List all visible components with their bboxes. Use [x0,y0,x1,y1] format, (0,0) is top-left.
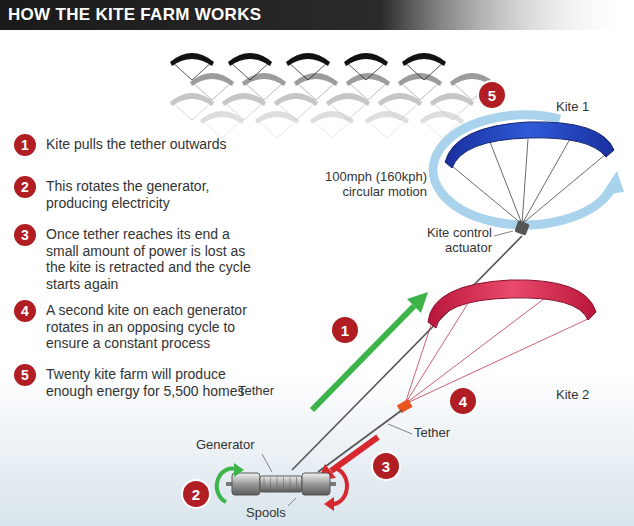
tether-line [292,236,522,470]
kite-lines [432,102,472,120]
kite-canopy [242,73,286,86]
callout-circle: 5 [479,82,505,108]
step-text: This rotates the generator, producing el… [46,176,254,211]
step-text: A second kite on each generator rotates … [46,300,254,352]
callout-number: 2 [192,486,200,503]
coil-stroke [296,477,297,491]
leader-lines [262,231,513,506]
step-text: Once tether reaches its end a small amou… [46,224,254,292]
kite-canopy [170,53,214,66]
kite-fleet [170,53,494,138]
kite-canopy [200,111,244,124]
kite-canopy [430,93,474,106]
step-item: 2 This rotates the generator, producing e… [14,176,254,211]
kite-label: Kite 1 [556,100,626,115]
kite-canopy [190,73,234,86]
speed-label: 100mph (160kph) circular motion [305,170,427,200]
kite-lines [244,82,284,100]
kite-lines [230,62,270,80]
kite-canopy [222,93,266,106]
kite-canopy [228,53,272,66]
step-item: 1 Kite pulls the tether outwards [14,134,254,153]
kite-lines [367,120,407,138]
callout-number: 1 [14,134,36,156]
part-label: Kite control actuator [400,226,492,256]
kite-canopy [346,73,390,86]
part-label: Tether [238,384,288,399]
kite-canopy [420,111,464,124]
coil-stroke [264,477,265,491]
part-label: Tether [414,426,464,441]
kite-canopy [428,280,596,328]
kite-lines [312,120,352,138]
title-text: HOW THE KITE FARM WORKS [8,5,261,25]
kite-lines [224,102,264,120]
kite-lines [172,62,212,80]
coil-stroke [277,477,278,491]
kite-lines [452,139,606,224]
coil-stroke [270,477,271,491]
kite-canopy [294,73,338,86]
step-text: Kite pulls the tether outwards [46,134,254,153]
generator [226,473,336,495]
kite-canopy [398,73,442,86]
kite-lines [346,62,386,80]
kite-control-actuator [514,220,529,235]
kite-lines [400,82,440,100]
kite-canopy [326,93,370,106]
kite-lines [348,82,388,100]
coil-stroke [290,477,291,491]
callout-number: 3 [14,224,36,246]
kite-lines [380,102,420,120]
kite-lines [202,120,242,138]
kite-canopy [344,53,388,66]
kite-lines [192,82,232,100]
kite-lines [328,102,368,120]
callout-number: 1 [341,322,349,339]
callout-circle: 1 [332,317,358,343]
callout-circle: 4 [450,388,476,414]
kite-lines [296,82,336,100]
arrow-head [234,463,244,477]
callout-number: 5 [14,364,36,386]
part-label: Generator [196,438,276,453]
kite-canopy [378,93,422,106]
callout-circle: 3 [373,453,399,479]
kite-lines [276,102,316,120]
callout-number: 4 [459,393,467,410]
callout-number: 2 [14,176,36,198]
kite-label: Kite 2 [556,388,626,403]
step-item: 3 Once tether reaches its end a small amo… [14,224,254,292]
kite-canopy [310,111,354,124]
callout-circle: 2 [183,481,209,507]
arrow-head [601,171,624,195]
callout-number: 4 [14,300,36,322]
step-item: 5 Twenty kite farm will produce enough en… [14,364,254,399]
kite-lines [172,102,212,120]
callout-number: 3 [382,458,390,475]
step-text: Twenty kite farm will produce enough ene… [46,364,254,399]
kite-canopy [274,93,318,106]
part-label: Spools [246,506,306,521]
kite-canopy [286,53,330,66]
callout-number: 5 [488,87,496,104]
step-item: 4 A second kite on each generator rotates… [14,300,254,352]
kite-canopy [255,111,299,124]
coil-stroke [283,477,284,491]
pull-arrow [312,306,414,410]
kite-canopy [402,53,446,66]
kite-lines [257,120,297,138]
kite-canopy [170,93,214,106]
kite-lines [404,62,444,80]
title-bar [0,0,634,30]
retract-arrow [331,437,378,471]
arrow-head [407,292,428,313]
arrow-head [324,497,334,511]
kite-lines [288,62,328,80]
kite-canopy [445,122,614,168]
